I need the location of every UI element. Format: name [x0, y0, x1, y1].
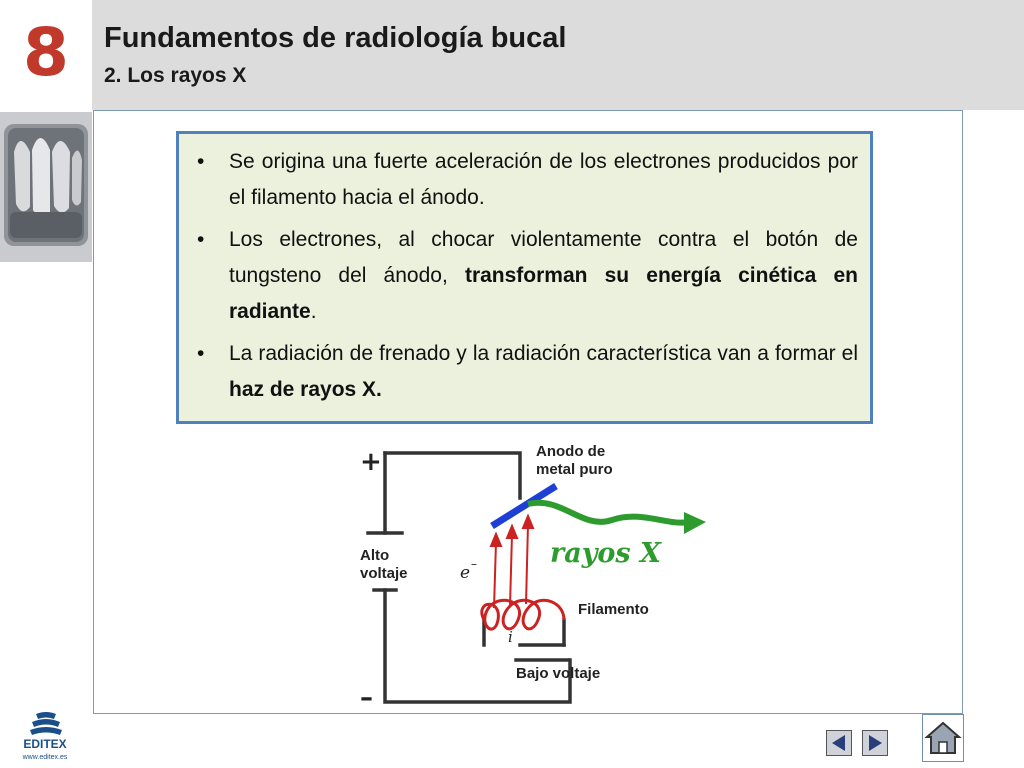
triangle-right-icon: [869, 735, 882, 751]
side-xray-image: [0, 112, 92, 262]
bullet-marker: •: [197, 342, 205, 365]
filament-label: Filamento: [578, 601, 649, 618]
xray-wave: [527, 499, 689, 526]
alto-label: Alto: [360, 547, 389, 564]
anode-label-line2: metal puro: [536, 461, 613, 478]
low-voltage-label: Bajo voltaje: [516, 665, 600, 682]
anode-label-line1: Anodo de: [536, 443, 605, 460]
chapter-box: 8: [0, 0, 92, 110]
bullet-text-bold: transforman su energía cinética en radia…: [229, 264, 858, 323]
circuit-bottom-wire: [383, 588, 572, 704]
xray-tube-diagram: + – Alto voltaje Anodo de metal puro ray…: [350, 438, 720, 713]
bullet-marker: •: [197, 228, 205, 251]
bullet-item-2: • Los electrones, al chocar violentament…: [193, 222, 858, 330]
electron-label: e: [460, 563, 470, 583]
electron-beams: [489, 513, 535, 609]
previous-slide-button[interactable]: [826, 730, 852, 756]
xray-arrowhead: [684, 512, 706, 534]
electron-charge: –: [471, 557, 477, 571]
home-button[interactable]: [922, 714, 964, 762]
page-subtitle: 2. Los rayos X: [104, 64, 247, 87]
bullet-text-bold: haz de rayos X.: [229, 378, 382, 401]
bullet-text: Los electrones, al chocar violentamente …: [229, 228, 858, 287]
bullet-text: La radiación de frenado y la radiación c…: [229, 342, 858, 365]
bullet-textbox: • Se origina una fuerte aceleración de l…: [176, 131, 873, 424]
editex-logo: EDITEX www.editex.es: [14, 710, 76, 762]
bullet-item-1: • Se origina una fuerte aceleración de l…: [193, 144, 858, 216]
header-bar: [0, 0, 1024, 110]
rayos-x-label: rayos X: [550, 538, 662, 569]
filament-coil: [480, 598, 566, 631]
bullet-list: • Se origina una fuerte aceleración de l…: [193, 144, 858, 408]
xray-teeth-image: [0, 112, 92, 262]
house-icon: [924, 721, 962, 754]
triangle-left-icon: [832, 735, 845, 751]
circuit-top-wire: [383, 451, 522, 500]
positive-sign: +: [360, 447, 382, 477]
chapter-number: 8: [23, 14, 69, 91]
xray-tube-svg: + – Alto voltaje Anodo de metal puro ray…: [360, 443, 706, 713]
bullet-text: Se origina una fuerte aceleración de los…: [229, 150, 858, 209]
next-slide-button[interactable]: [862, 730, 888, 756]
anode-target: [490, 483, 558, 529]
current-label: i: [508, 628, 513, 646]
logo-url: www.editex.es: [22, 754, 68, 761]
page-title: Fundamentos de radiología bucal: [104, 22, 567, 54]
logo-brand: EDITEX: [23, 737, 66, 751]
voltaje-label: voltaje: [360, 565, 408, 582]
editex-logo-mark: EDITEX www.editex.es: [22, 712, 68, 761]
bullet-text: .: [310, 300, 317, 323]
bullet-marker: •: [197, 150, 205, 173]
bullet-item-3: • La radiación de frenado y la radiación…: [193, 336, 858, 408]
negative-sign: –: [360, 683, 373, 710]
